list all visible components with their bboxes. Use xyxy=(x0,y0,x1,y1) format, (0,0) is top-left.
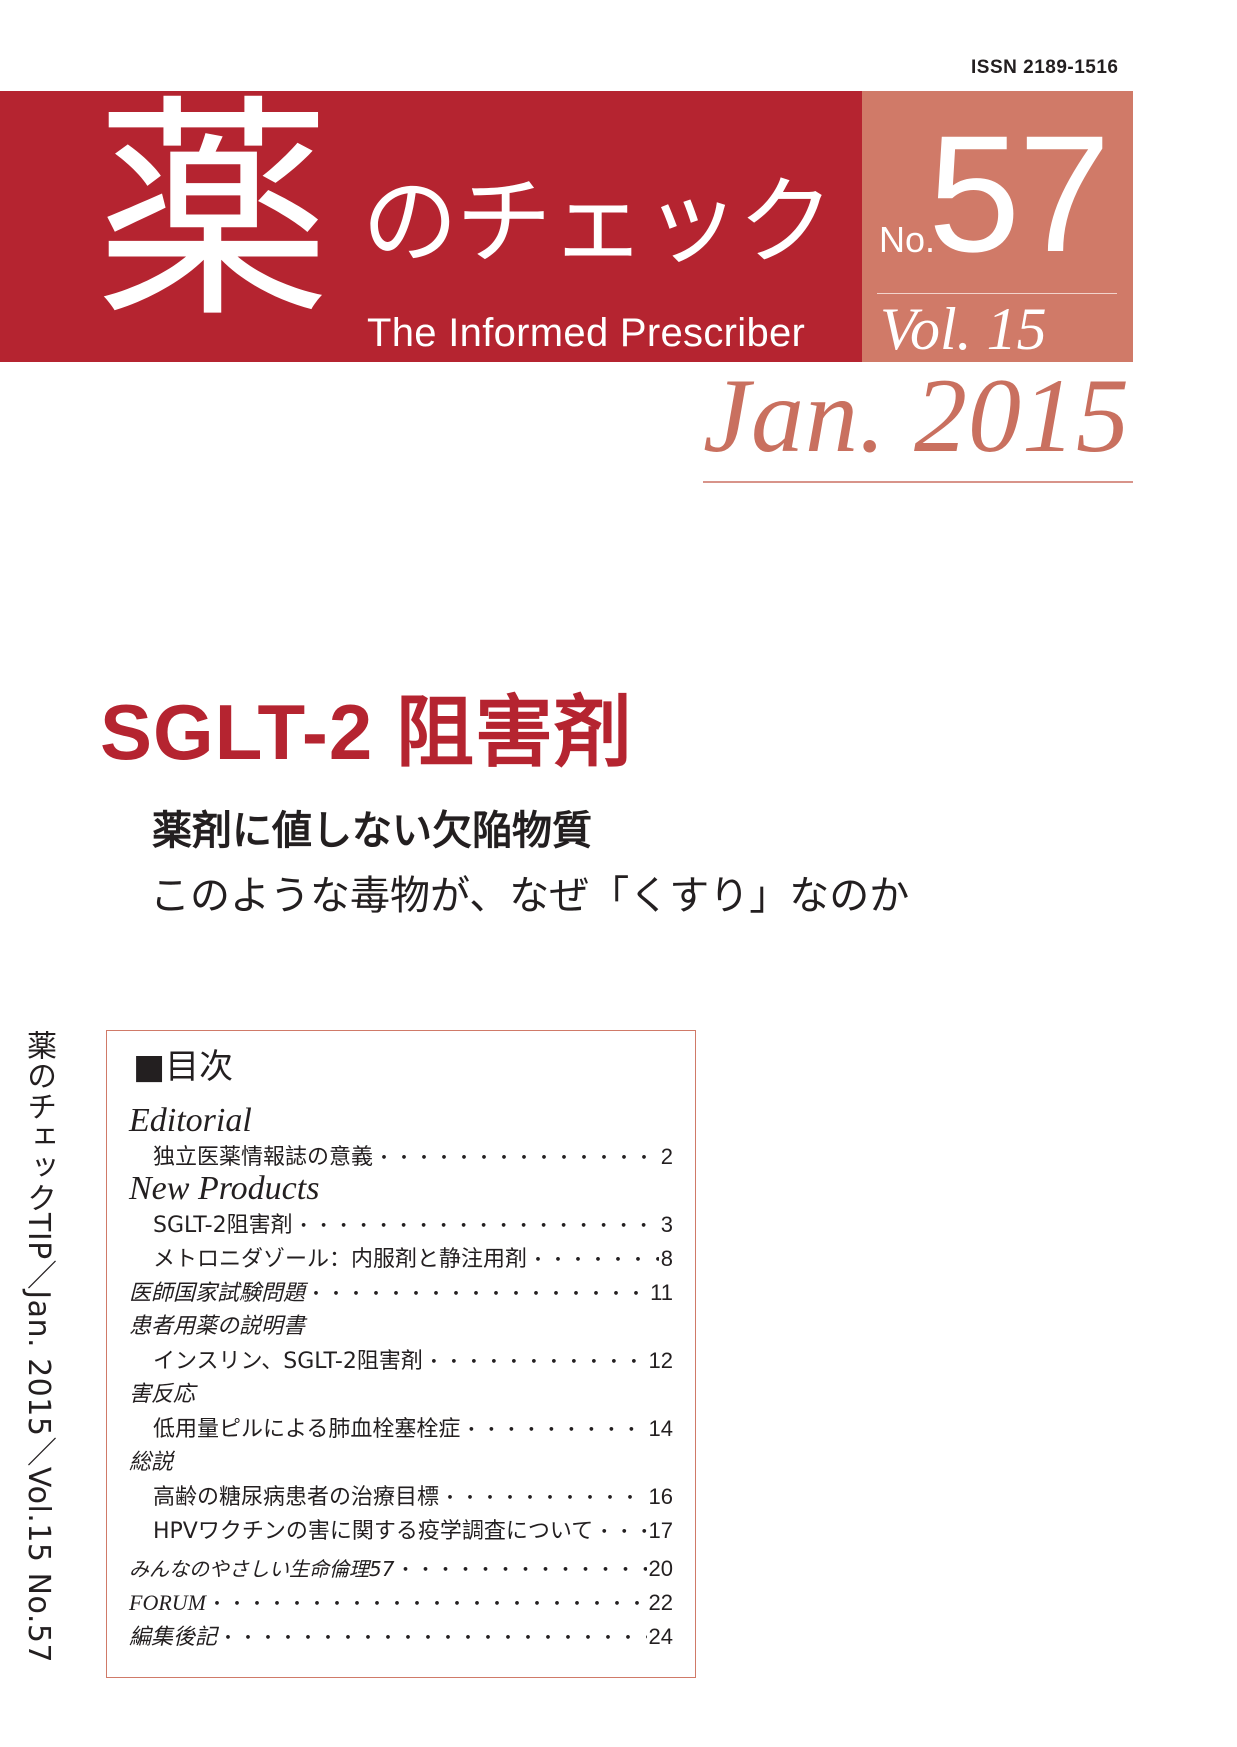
toc-entry-page: 16 xyxy=(648,1484,673,1509)
toc-entry-page: 22 xyxy=(648,1590,673,1615)
spine-text: 薬のチェックTIP／Jan. 2015／Vol.15 No.57 xyxy=(21,1030,56,1664)
issn: ISSN 2189-1516 xyxy=(971,57,1119,78)
issue-no-value: 57 xyxy=(928,102,1111,287)
toc-section-patient: 患者用薬の説明書 xyxy=(129,1314,306,1339)
toc-entry-label: メトロニダゾール：内服剤と静注用剤 xyxy=(153,1247,528,1272)
toc-entry-label: SGLT-2阻害剤 xyxy=(153,1213,293,1238)
toc-section-editorial: Editorial xyxy=(129,1102,252,1139)
toc-entry[interactable]: 編集後記 24 xyxy=(129,1623,673,1653)
toc-section-new-products: New Products xyxy=(129,1170,320,1207)
toc-entry-page: 17 xyxy=(648,1518,673,1543)
toc-entry[interactable]: FORUM 22 xyxy=(129,1589,673,1619)
issue-divider xyxy=(877,293,1117,294)
volume: Vol. 15 xyxy=(880,296,1047,362)
toc-entry[interactable]: 低用量ピルによる肺血栓塞栓症 14 xyxy=(153,1415,673,1445)
toc-entry[interactable]: インスリン、SGLT-2阻害剤 12 xyxy=(153,1347,673,1377)
toc-entry[interactable]: みんなのやさしい生命倫理57 20 xyxy=(129,1555,673,1585)
leader-dots xyxy=(462,1417,646,1445)
date-underline xyxy=(703,481,1133,483)
issue-no-label: No. xyxy=(879,219,936,260)
toc-section-ethics: みんなのやさしい生命倫理57 xyxy=(129,1557,395,1581)
feature-subtitle-2: このような毒物が、なぜ「くすり」なのか xyxy=(150,873,910,919)
leader-dots xyxy=(425,1349,647,1377)
toc-entry-page: 12 xyxy=(648,1348,673,1373)
toc-section-forum: FORUM xyxy=(129,1590,206,1615)
toc-entry[interactable]: SGLT-2阻害剤 3 xyxy=(153,1211,673,1241)
toc-entry-page: 8 xyxy=(660,1246,673,1271)
toc-entry-label: HPVワクチンの害に関する疫学調査について xyxy=(153,1519,594,1544)
leader-dots xyxy=(295,1213,659,1241)
toc-entry-label: 独立医薬情報誌の意義 xyxy=(153,1145,374,1170)
toc-entry-page: 2 xyxy=(660,1144,673,1169)
toc-entry[interactable]: メトロニダゾール：内服剤と静注用剤 8 xyxy=(153,1245,673,1275)
toc-heading: ■目次 xyxy=(133,1047,234,1087)
toc-entry-page: 11 xyxy=(650,1280,673,1305)
leader-dots xyxy=(307,1281,648,1309)
toc-entry-page: 14 xyxy=(648,1416,673,1441)
toc-entry-page: 24 xyxy=(648,1624,673,1649)
toc-entry-label: インスリン、SGLT-2阻害剤 xyxy=(153,1349,423,1374)
title-kana: のチェック xyxy=(362,166,834,278)
feature-headline: SGLT-2 阻害剤 xyxy=(100,688,633,776)
toc-entry[interactable]: 独立医薬情報誌の意義 2 xyxy=(153,1143,673,1173)
toc-entry-page: 3 xyxy=(660,1212,673,1237)
table-of-contents: ■目次 Editorial 独立医薬情報誌の意義 2 New Products S… xyxy=(106,1030,696,1678)
toc-entry-page: 20 xyxy=(648,1556,673,1581)
leader-dots xyxy=(595,1519,646,1547)
leader-dots xyxy=(441,1485,647,1513)
feature-subtitle-1: 薬剤に値しない欠陥物質 xyxy=(152,808,592,854)
toc-entry-label: 高齢の糖尿病患者の治療目標 xyxy=(153,1485,440,1510)
toc-entry-label: 低用量ピルによる肺血栓塞栓症 xyxy=(153,1417,461,1442)
masthead-band xyxy=(0,91,862,362)
toc-section-postscript: 編集後記 xyxy=(129,1625,218,1650)
title-kanji: 薬 xyxy=(95,75,332,350)
toc-entry[interactable]: 医師国家試験問題 11 xyxy=(129,1279,673,1309)
leader-dots xyxy=(208,1591,647,1619)
issue-date: Jan. 2015 xyxy=(703,357,1131,474)
leader-dots xyxy=(219,1625,647,1653)
toc-section-exam: 医師国家試験問題 xyxy=(129,1281,306,1306)
toc-section-review: 総説 xyxy=(129,1450,174,1475)
issue-number-panel xyxy=(862,91,1133,362)
toc-section-adverse: 害反応 xyxy=(129,1382,196,1407)
leader-dots xyxy=(529,1247,659,1275)
toc-entry[interactable]: HPVワクチンの害に関する疫学調査について 17 xyxy=(153,1517,673,1547)
toc-entry[interactable]: 高齢の糖尿病患者の治療目標 16 xyxy=(153,1483,673,1513)
leader-dots xyxy=(396,1557,646,1585)
title-english: The Informed Prescriber xyxy=(367,311,806,355)
leader-dots xyxy=(375,1145,659,1173)
